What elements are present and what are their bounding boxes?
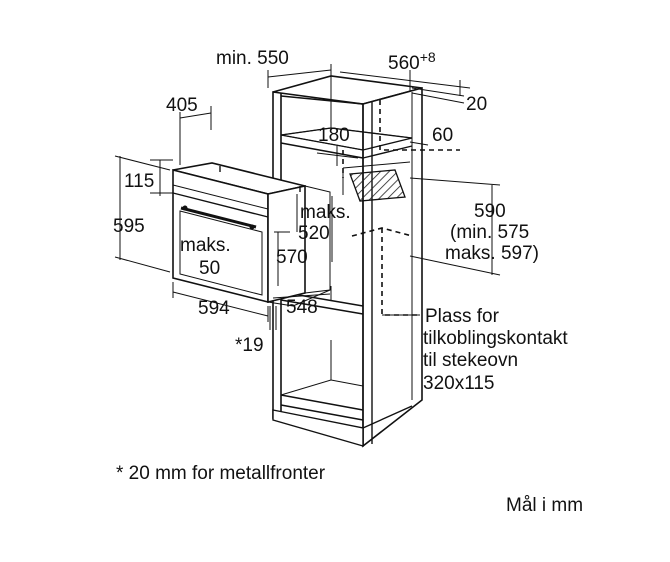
label-plass-1: Plass for xyxy=(425,306,500,327)
label-180: 180 xyxy=(318,125,350,146)
label-595: 595 xyxy=(113,216,145,237)
label-plass-4: 320x115 xyxy=(423,373,495,394)
oven xyxy=(172,162,331,307)
label-60: 60 xyxy=(432,125,453,146)
label-plass-2: tilkoblingskontakt xyxy=(423,328,568,349)
label-20: 20 xyxy=(466,94,487,115)
label-maks-50-a: maks. xyxy=(180,235,231,256)
label-548: 548 xyxy=(286,297,318,318)
label-min-575: (min. 575 xyxy=(450,222,529,243)
label-maks-520-a: maks. xyxy=(300,202,351,223)
label-units: Mål i mm xyxy=(506,495,583,516)
label-maks-50-b: 50 xyxy=(199,258,220,279)
label-maks-520-b: 520 xyxy=(298,223,330,244)
label-115: 115 xyxy=(124,171,154,192)
label-405: 405 xyxy=(166,95,198,116)
label-plass-3: til stekeovn xyxy=(423,350,518,371)
label-min-550: min. 550 xyxy=(216,48,289,69)
label-maks-597: maks. 597) xyxy=(445,243,539,264)
oven-door-handle xyxy=(180,206,257,229)
label-590: 590 xyxy=(474,201,506,222)
dimension-lines xyxy=(114,64,501,330)
cabinet-plinth xyxy=(272,409,364,447)
socket-area xyxy=(342,161,411,202)
label-19: *19 xyxy=(235,335,264,356)
label-560: 560+8 xyxy=(388,49,436,74)
footnote-metal-fronts: * 20 mm for metallfronter xyxy=(116,463,326,484)
label-570: 570 xyxy=(276,247,308,268)
label-594: 594 xyxy=(198,298,230,319)
